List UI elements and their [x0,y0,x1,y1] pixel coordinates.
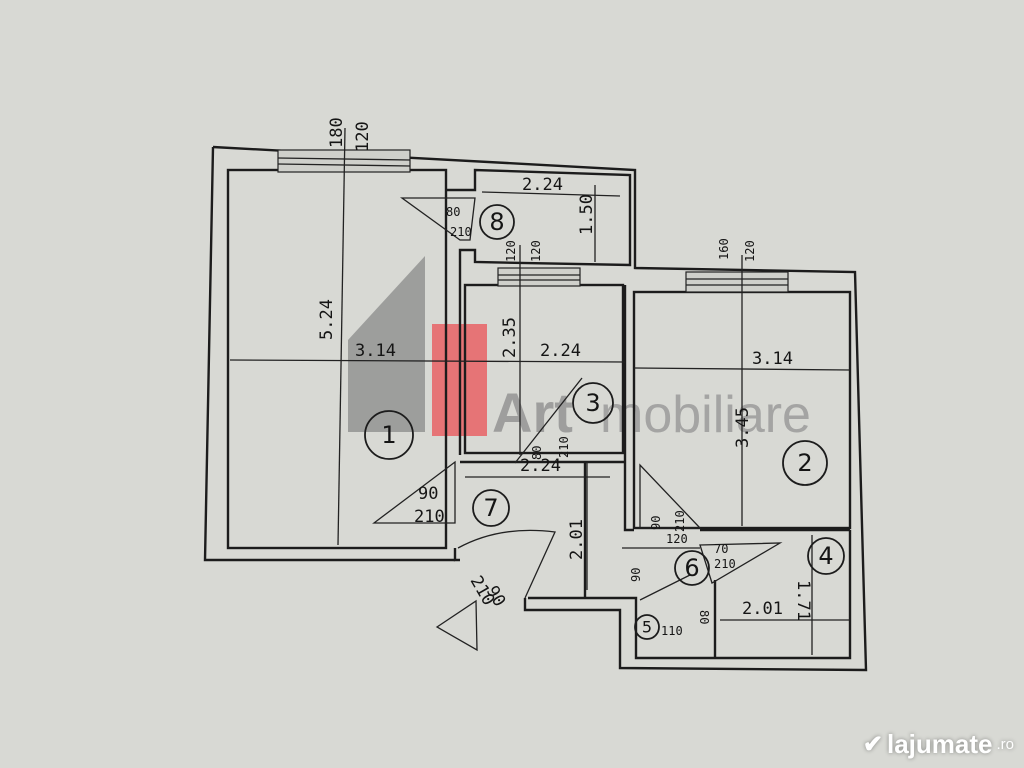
room-numbers: 1 2 3 4 5 6 7 8 [364,204,845,640]
room6-side: 90 [629,568,643,582]
brand-tld: .ro [996,736,1014,753]
window3-height: 120 [529,240,543,262]
room-number-1: 1 [381,421,396,449]
room2-length: 3.45 [733,407,753,448]
room4-width: 2.01 [742,599,783,619]
room2-door-height: 210 [673,510,687,532]
room3-length: 2.35 [500,317,520,358]
room3-width: 2.24 [540,341,581,361]
room-number-5: 5 [642,618,652,637]
room5-length: 80 [697,610,711,624]
room2-door-width: 90 [649,516,663,530]
window2-width: 160 [717,238,731,260]
room1-length: 5.24 [317,299,337,340]
brand-name: lajumate [886,729,993,759]
room3-door-width: 80 [530,446,544,460]
room-number-8: 8 [489,208,504,236]
window2-height: 120 [743,240,757,262]
hall7-door-height: 210 [414,507,445,527]
room8-door-height: 210 [450,225,472,239]
room8-length: 1.50 [577,194,597,235]
room3-door-height: 210 [557,436,571,458]
room-number-7: 7 [483,494,498,522]
walls [203,145,868,672]
room5-width: 110 [661,624,683,638]
room-number-4: 4 [818,542,833,570]
room6-door-height: 210 [714,557,736,571]
room4-length: 1.71 [793,580,813,621]
room-number-3: 3 [585,389,600,417]
room-number-2: 2 [797,449,812,477]
doors [372,197,783,601]
room8-width: 2.24 [522,175,563,195]
room2-door-label: 120 [666,532,688,546]
hall7-width: 2.24 [520,456,561,476]
lajumate-logo: ✔ lajumate.ro [863,729,1014,760]
dimension-lines [229,127,851,655]
dimension-labels: 5.24 3.14 180 120 2.24 1.50 80 210 120 1… [317,117,813,638]
room-number-6: 6 [684,554,699,582]
room6-door-width: 70 [714,542,728,556]
window1-height: 120 [353,121,373,152]
room8-door-width: 80 [446,205,460,219]
window1-width: 180 [327,117,347,148]
room1-width: 3.14 [355,341,396,361]
heart-check-icon: ✔ [862,731,883,758]
hall7-length: 2.01 [567,519,587,560]
watermark-art: Art [492,381,573,444]
hall7-door-width: 90 [418,484,438,504]
window3-width: 120 [504,240,518,262]
room2-width: 3.14 [752,349,793,369]
watermark-rest: mobiliare [600,386,811,444]
entrance-arrow-icon [435,599,478,652]
